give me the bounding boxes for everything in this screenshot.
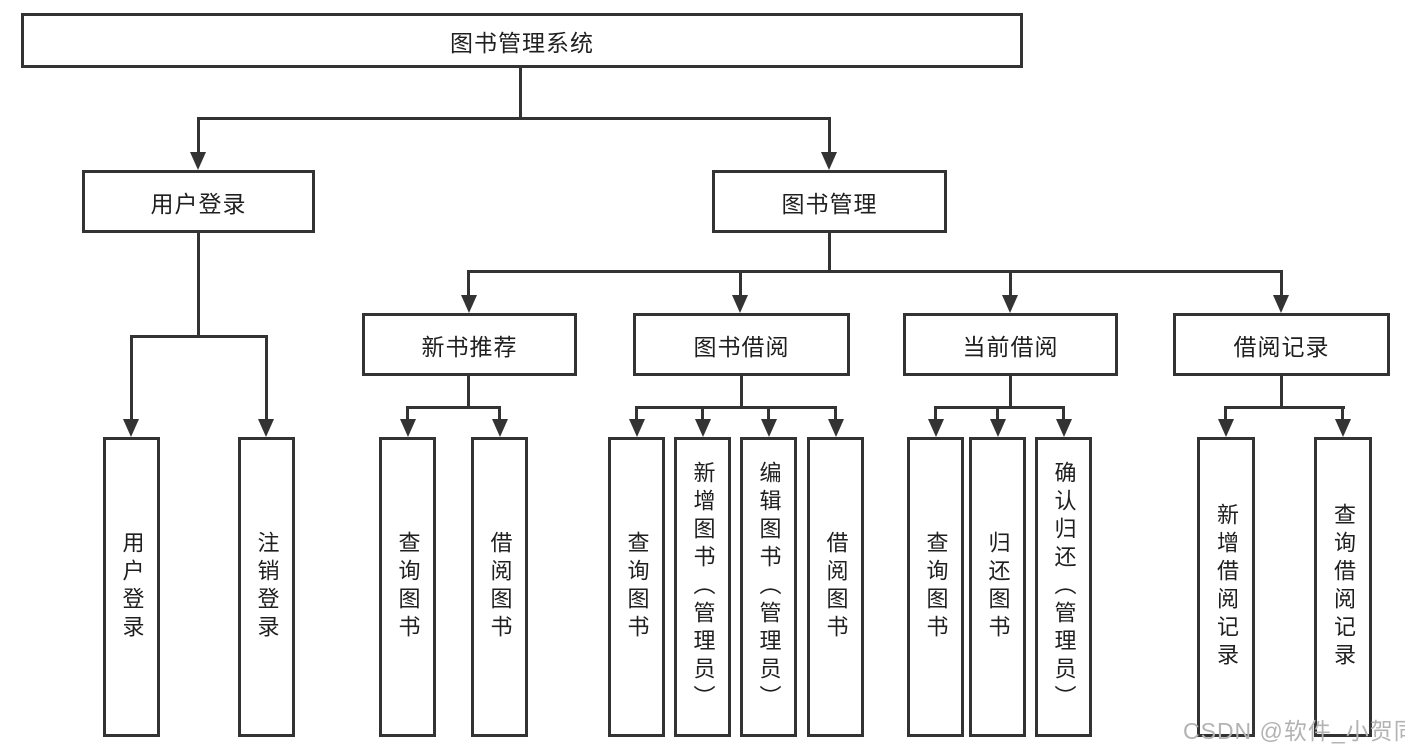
leaf-label: 新增借阅记录 bbox=[1214, 503, 1239, 671]
connector-line bbox=[467, 270, 470, 298]
connector-line bbox=[406, 406, 501, 409]
connector-line bbox=[1341, 406, 1344, 421]
leaf-label: 注销登录 bbox=[254, 531, 280, 643]
arrow-down-icon bbox=[629, 419, 645, 437]
connector-line bbox=[498, 406, 501, 421]
leaf-edit-books-admin: 编辑图书（管理员） bbox=[740, 437, 797, 737]
connector-line bbox=[701, 406, 704, 421]
arrow-down-icon bbox=[492, 419, 508, 437]
leaf-label: 查询图书 bbox=[624, 531, 650, 643]
node-borrowing-records: 借阅记录 bbox=[1173, 313, 1390, 376]
connector-line bbox=[635, 406, 836, 409]
connector-line bbox=[197, 117, 200, 155]
connector-line bbox=[265, 335, 268, 421]
arrow-down-icon bbox=[695, 419, 711, 437]
arrow-down-icon bbox=[258, 419, 274, 437]
leaf-query-books-borrow: 查询图书 bbox=[608, 437, 665, 737]
node-label: 新书推荐 bbox=[421, 333, 518, 360]
node-label: 图书管理 bbox=[781, 190, 878, 217]
arrow-down-icon bbox=[1218, 419, 1234, 437]
connector-line bbox=[828, 117, 831, 155]
node-label: 当前借阅 bbox=[962, 333, 1059, 360]
node-book-management: 图书管理 bbox=[712, 170, 947, 233]
arrow-down-icon bbox=[1273, 295, 1289, 313]
connector-line bbox=[197, 233, 200, 335]
connector-line bbox=[1009, 376, 1012, 406]
connector-line bbox=[1224, 406, 1345, 409]
connector-line bbox=[934, 406, 1065, 409]
connector-line bbox=[1009, 270, 1012, 298]
leaf-label: 借阅图书 bbox=[487, 531, 513, 643]
leaf-confirm-return-admin: 确认归还（管理员） bbox=[1035, 437, 1092, 737]
leaf-borrow-books-recommend: 借阅图书 bbox=[471, 437, 528, 737]
connector-line bbox=[1062, 406, 1065, 421]
leaf-borrow-books: 借阅图书 bbox=[807, 437, 864, 737]
arrow-down-icon bbox=[123, 419, 139, 437]
connector-line bbox=[996, 406, 999, 421]
connector-line bbox=[1280, 376, 1283, 406]
leaf-label: 查询图书 bbox=[395, 531, 421, 643]
node-label: 用户登录 bbox=[150, 190, 247, 217]
connector-line bbox=[130, 335, 133, 421]
leaf-label: 归还图书 bbox=[985, 531, 1011, 643]
connector-line bbox=[1280, 270, 1283, 298]
arrow-down-icon bbox=[828, 419, 844, 437]
leaf-label: 查询图书 bbox=[923, 531, 949, 643]
leaf-return-books: 归还图书 bbox=[969, 437, 1026, 737]
node-user-login: 用户登录 bbox=[82, 170, 315, 233]
connector-line bbox=[467, 270, 1282, 273]
arrow-down-icon bbox=[761, 419, 777, 437]
leaf-user-login: 用户登录 bbox=[103, 437, 160, 737]
connector-line bbox=[739, 270, 742, 298]
connector-line bbox=[834, 406, 837, 421]
connector-line bbox=[1224, 406, 1227, 421]
leaf-label: 借阅图书 bbox=[823, 531, 849, 643]
csdn-watermark: CSDN @软件_小贺同学 bbox=[1183, 718, 1405, 744]
node-book-borrowing: 图书借阅 bbox=[633, 313, 850, 376]
arrow-down-icon bbox=[1335, 419, 1351, 437]
leaf-label: 用户登录 bbox=[119, 531, 145, 643]
node-label: 图书管理系统 bbox=[450, 29, 594, 56]
arrow-down-icon bbox=[1056, 419, 1072, 437]
leaf-query-books-recommend: 查询图书 bbox=[379, 437, 436, 737]
connector-line bbox=[406, 406, 409, 421]
leaf-logout: 注销登录 bbox=[238, 437, 295, 737]
connector-line bbox=[767, 406, 770, 421]
connector-line bbox=[130, 335, 268, 338]
arrow-down-icon bbox=[190, 152, 206, 170]
node-label: 借阅记录 bbox=[1233, 333, 1330, 360]
arrow-down-icon bbox=[821, 152, 837, 170]
arrow-down-icon bbox=[990, 419, 1006, 437]
connector-line bbox=[934, 406, 937, 421]
node-library-management-system: 图书管理系统 bbox=[21, 13, 1023, 68]
leaf-label: 确认归还（管理员） bbox=[1051, 461, 1077, 713]
connector-line bbox=[635, 406, 638, 421]
node-current-borrowing: 当前借阅 bbox=[903, 313, 1118, 376]
leaf-label: 查询借阅记录 bbox=[1331, 503, 1356, 671]
node-new-book-recommendation: 新书推荐 bbox=[362, 313, 577, 376]
arrow-down-icon bbox=[461, 295, 477, 313]
arrow-down-icon bbox=[732, 295, 748, 313]
connector-line bbox=[519, 68, 522, 118]
leaf-label: 编辑图书（管理员） bbox=[756, 461, 782, 713]
leaf-add-books-admin: 新增图书（管理员） bbox=[674, 437, 731, 737]
arrow-down-icon bbox=[928, 419, 944, 437]
connector-line bbox=[740, 376, 743, 406]
leaf-query-books-current: 查询图书 bbox=[907, 437, 964, 737]
node-label: 图书借阅 bbox=[693, 333, 790, 360]
leaf-add-borrow-record: 新增借阅记录 bbox=[1197, 437, 1255, 737]
arrow-down-icon bbox=[1002, 295, 1018, 313]
connector-line bbox=[467, 376, 470, 406]
leaf-query-borrow-record: 查询借阅记录 bbox=[1314, 437, 1372, 737]
connector-line bbox=[828, 233, 831, 270]
connector-line bbox=[197, 117, 831, 120]
leaf-label: 新增图书（管理员） bbox=[690, 461, 716, 713]
arrow-down-icon bbox=[400, 419, 416, 437]
